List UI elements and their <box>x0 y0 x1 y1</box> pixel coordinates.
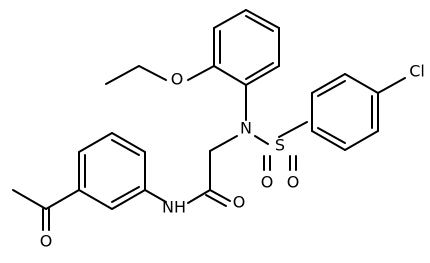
ethoxy-group <box>105 65 215 85</box>
chlorophenyl-ring <box>311 73 406 151</box>
atom-o-acetyl: O <box>40 232 53 251</box>
atom-o-sulfonyl-right: O <box>287 173 300 192</box>
atom-o-sulfonyl-left: O <box>261 173 274 192</box>
atom-nh-amide: NH <box>162 198 186 217</box>
atom-o-amide: O <box>233 193 246 212</box>
ethoxyphenyl-ring <box>213 9 280 86</box>
acetylphenyl-ring <box>78 132 146 210</box>
atom-s: S <box>275 136 285 155</box>
sulfonamide-linker <box>209 84 269 152</box>
acetyl-group <box>12 189 80 231</box>
atom-n-sulfonamide: N <box>240 119 252 138</box>
amide-group <box>144 150 231 207</box>
sulfonyl-group <box>263 121 308 171</box>
atom-o-ether: O <box>171 70 184 89</box>
atom-cl: Cl <box>409 62 425 81</box>
